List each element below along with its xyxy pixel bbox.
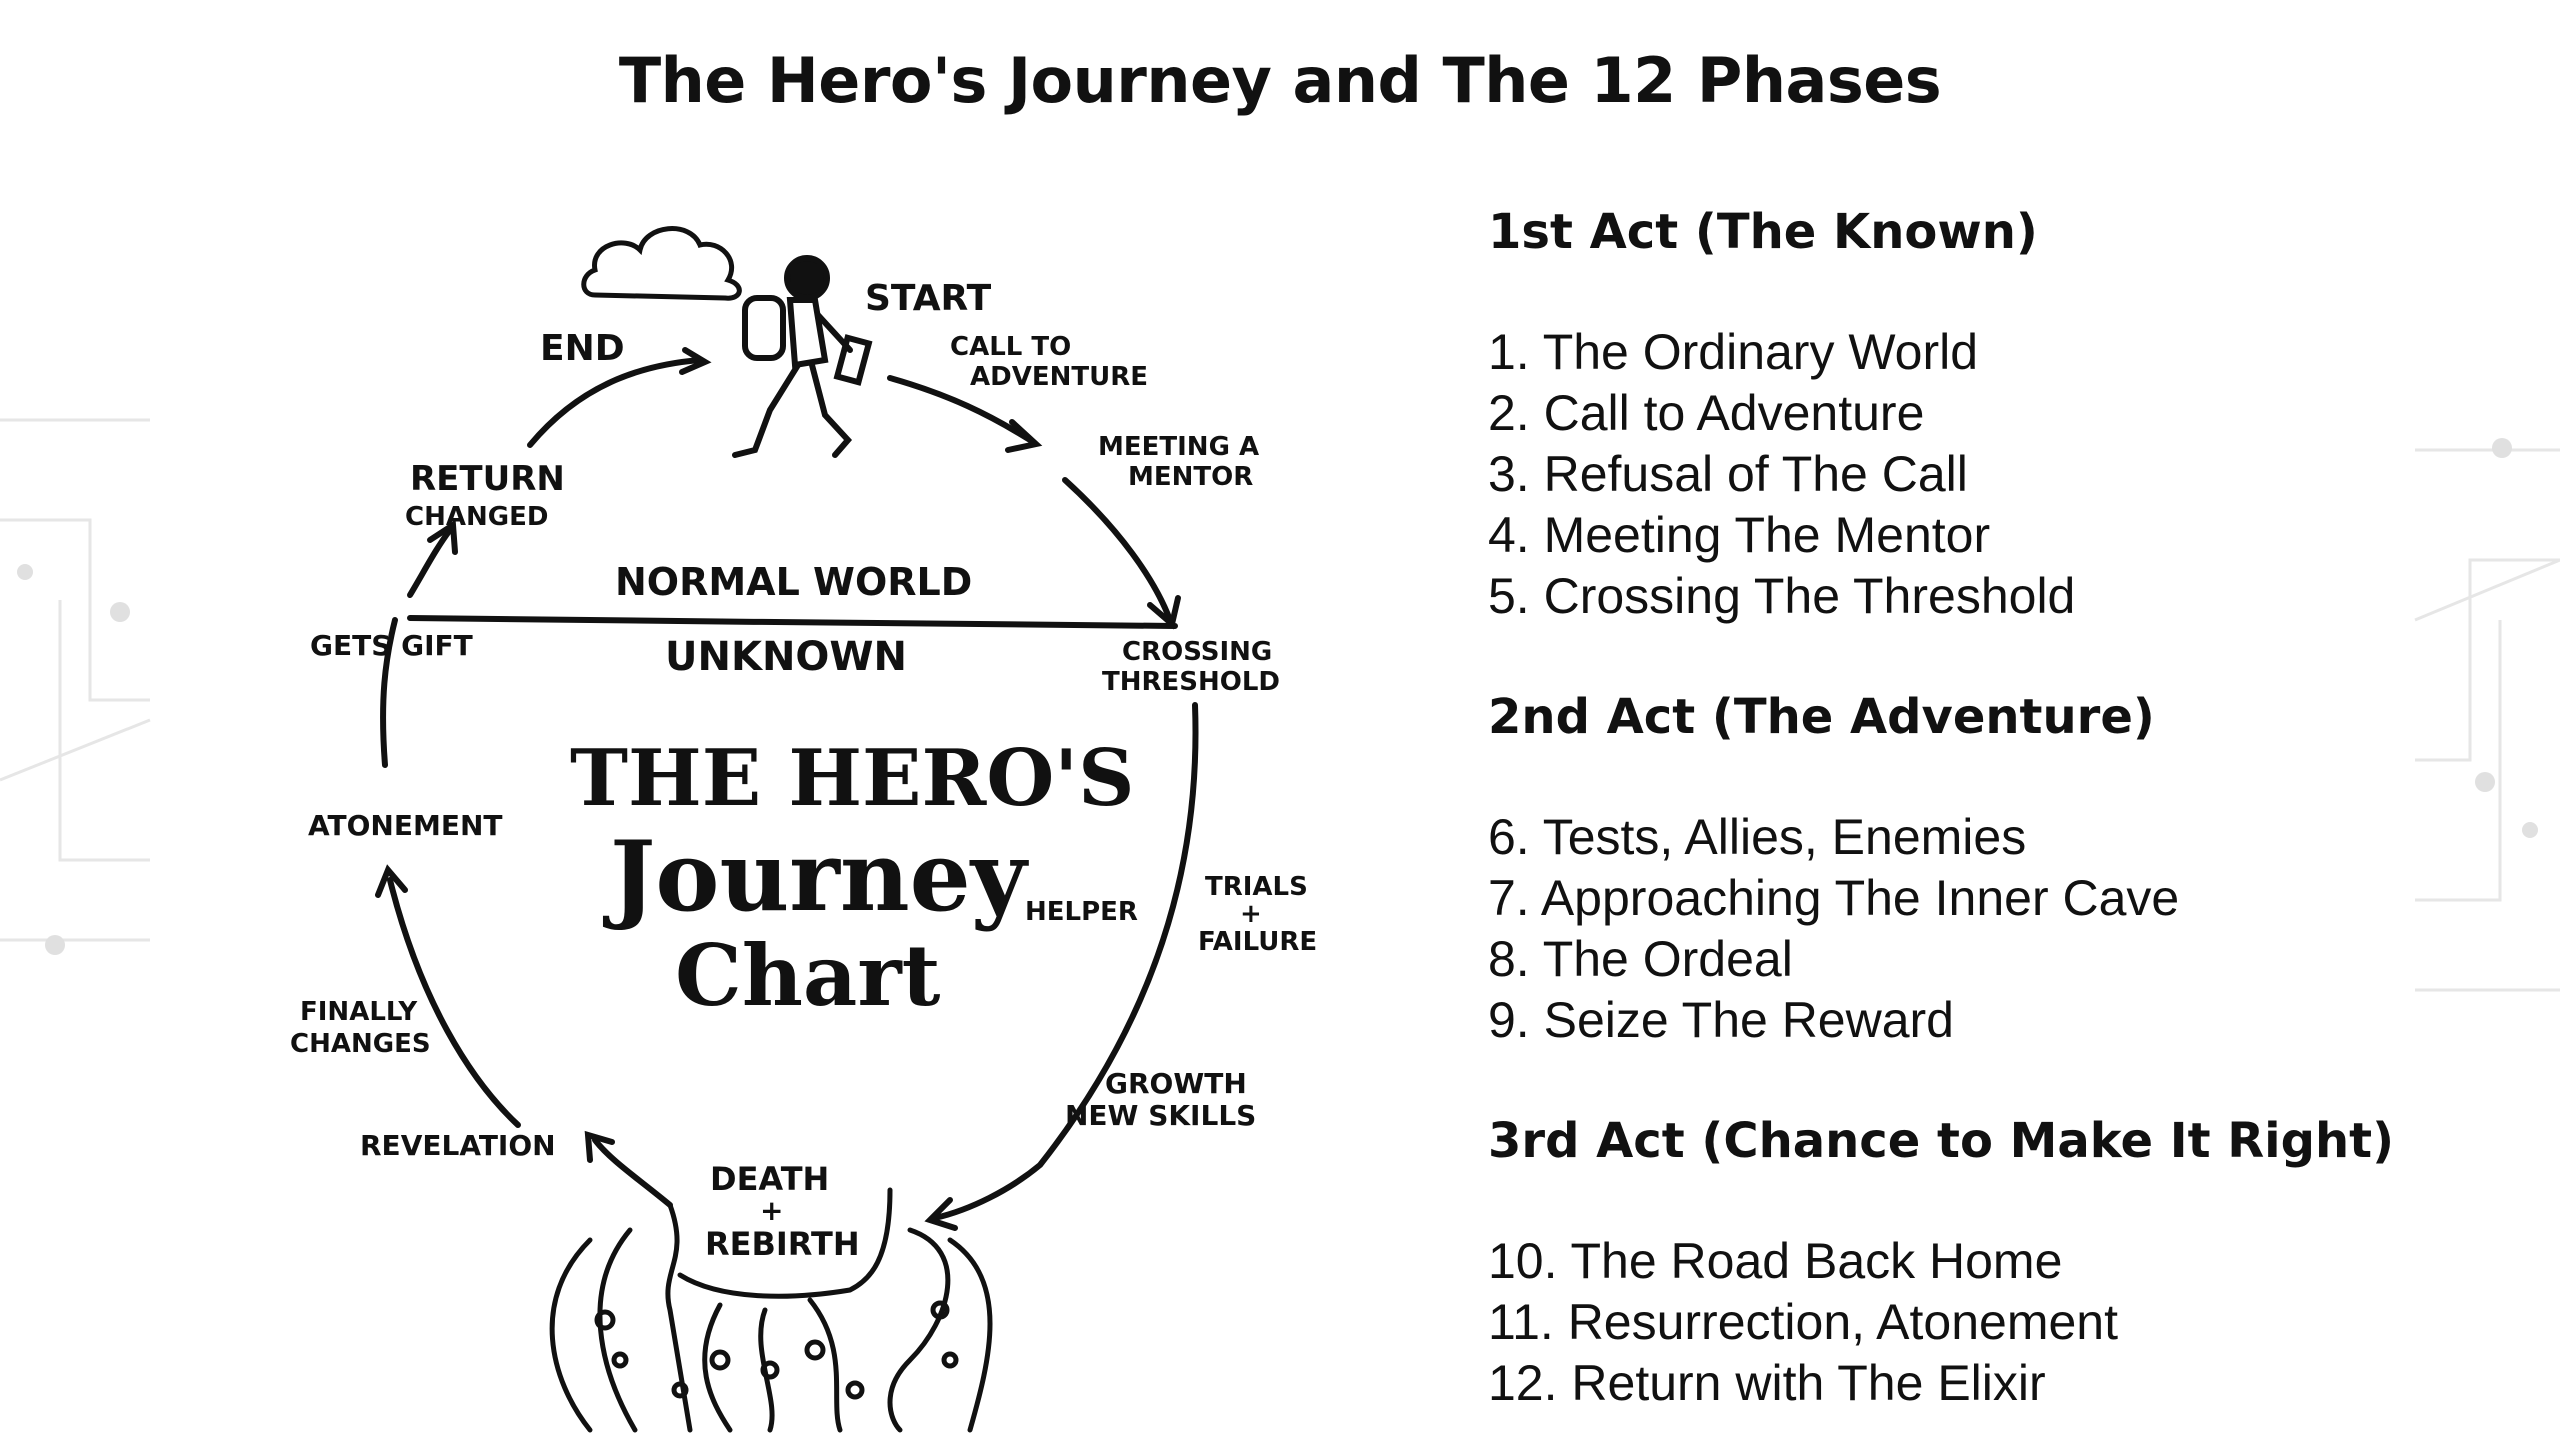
center-title-line-3: Chart xyxy=(675,926,941,1025)
label-return-changed-1: RETURN xyxy=(410,459,565,499)
act-2: 2nd Act (The Adventure) 6. Tests, Allies… xyxy=(1488,685,2488,1051)
act-heading: 3rd Act (Chance to Make It Right) xyxy=(1488,1113,2395,1169)
label-trials-1: TRIALS xyxy=(1205,872,1308,902)
hiker-icon xyxy=(732,255,873,458)
phase-item: 9. Seize The Reward xyxy=(1488,992,1954,1048)
label-finally-changes-2: CHANGES xyxy=(290,1029,431,1059)
page-title: The Hero's Journey and The 12 Phases xyxy=(618,44,1942,117)
center-title-line-2: Journey xyxy=(602,820,1030,933)
label-end: END xyxy=(540,328,625,369)
phase-item: 6. Tests, Allies, Enemies xyxy=(1488,809,2027,865)
phase-item: 4. Meeting The Mentor xyxy=(1488,507,1991,563)
phase-list: 6. Tests, Allies, Enemies 7. Approaching… xyxy=(1488,807,2488,1051)
label-atonement: ATONEMENT xyxy=(308,809,502,842)
label-normal-world: NORMAL WORLD xyxy=(615,560,972,604)
phases-panel: 1st Act (The Known) 1. The Ordinary Worl… xyxy=(1488,200,2488,1414)
phase-item: 10. The Road Back Home xyxy=(1488,1233,2063,1289)
arc-mentor-to-threshold xyxy=(1062,477,1173,623)
label-growth-2: NEW SKILLS xyxy=(1065,1099,1256,1132)
act-1: 1st Act (The Known) 1. The Ordinary Worl… xyxy=(1488,200,2488,627)
arc-call-to-mentor xyxy=(887,375,1033,443)
label-crossing-threshold-1: CROSSING xyxy=(1122,637,1272,667)
phase-list: 1. The Ordinary World 2. Call to Adventu… xyxy=(1488,322,2488,627)
phase-item: 7. Approaching The Inner Cave xyxy=(1488,870,2180,926)
phase-item: 12. Return with The Elixir xyxy=(1488,1355,2046,1411)
label-helper: HELPER xyxy=(1025,897,1138,927)
label-call-to-adventure-2: ADVENTURE xyxy=(970,362,1148,392)
label-revelation: REVELATION xyxy=(360,1129,556,1162)
world-divider-line xyxy=(407,615,1178,629)
arc-return-to-end xyxy=(527,357,703,448)
phase-item: 2. Call to Adventure xyxy=(1488,385,1925,441)
label-growth-1: GROWTH xyxy=(1105,1067,1247,1100)
label-death-2: + xyxy=(760,1194,783,1227)
label-trials-3: FAILURE xyxy=(1198,927,1317,957)
arc-atonement-to-gift xyxy=(380,617,398,768)
label-unknown: UNKNOWN xyxy=(665,634,907,680)
phase-item: 11. Resurrection, Atonement xyxy=(1488,1294,2118,1350)
arc-threshold-to-death xyxy=(932,702,1199,1221)
heros-journey-chart: START END CALL TO ADVENTURE MEETING A ME… xyxy=(290,226,1317,1433)
act-3: 3rd Act (Chance to Make It Right) 10. Th… xyxy=(1488,1109,2488,1414)
act-heading: 2nd Act (The Adventure) xyxy=(1488,689,2155,745)
phase-item: 8. The Ordeal xyxy=(1488,931,1793,987)
phase-item: 1. The Ordinary World xyxy=(1488,324,1979,380)
arc-revelation-to-atonement xyxy=(387,877,521,1128)
label-death-3: REBIRTH xyxy=(705,1225,860,1263)
phase-item: 3. Refusal of The Call xyxy=(1488,446,1968,502)
arc-gift-to-return xyxy=(407,527,453,598)
cloud-icon xyxy=(581,226,742,301)
label-meeting-mentor-1: MEETING A xyxy=(1098,432,1259,462)
act-heading: 1st Act (The Known) xyxy=(1488,204,2038,260)
label-trials-2: + xyxy=(1240,899,1262,929)
label-gets-gift: GETS GIFT xyxy=(310,629,473,662)
label-meeting-mentor-2: MENTOR xyxy=(1128,462,1253,492)
label-death-1: DEATH xyxy=(710,1160,829,1198)
label-start: START xyxy=(865,278,992,319)
tentacles-illustration xyxy=(549,1187,993,1433)
label-return-changed-2: CHANGED xyxy=(405,502,548,532)
phase-list: 10. The Road Back Home 11. Resurrection,… xyxy=(1488,1231,2488,1414)
label-finally-changes-1: FINALLY xyxy=(300,997,418,1027)
phase-item: 5. Crossing The Threshold xyxy=(1488,568,2076,624)
arc-death-to-revelation xyxy=(592,1137,673,1208)
label-crossing-threshold-2: THRESHOLD xyxy=(1102,667,1280,697)
center-title-line-1: THE HERO'S xyxy=(570,733,1134,824)
label-call-to-adventure-1: CALL TO xyxy=(950,332,1071,362)
